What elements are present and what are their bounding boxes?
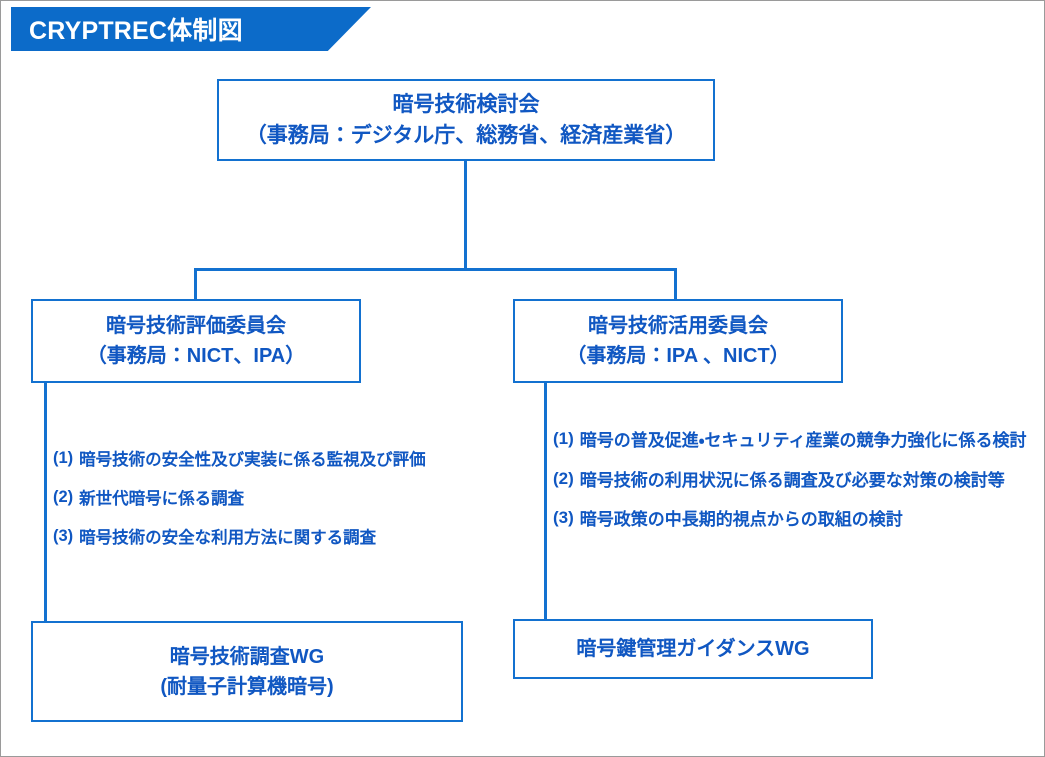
task-item: (1) 暗号技術の安全性及び実装に係る監視及び評価	[53, 449, 515, 473]
task-text: 暗号の普及促進・セキュリティ産業の競争力強化に係る検討	[579, 431, 1027, 450]
box-wg-left-line2: (耐量子計算機暗号)	[160, 675, 334, 698]
task-item: (3) 暗号技術の安全な利用方法に関する調査	[53, 527, 515, 551]
task-list-utilization: (1) 暗号の普及促進・セキュリティ産業の競争力強化に係る検討 (2) 暗号技術…	[553, 429, 1031, 548]
connector-top-stem	[464, 161, 467, 271]
task-number: (1)	[53, 449, 74, 467]
task-item: (3) 暗号政策の中長期的視点からの取組の検討	[553, 508, 1031, 533]
box-utilization-committee: 暗号技術活用委員会 （事務局：IPA 、NICT）	[513, 299, 843, 383]
box-key-management-guidance-wg: 暗号鍵管理ガイダンスWG	[513, 619, 873, 679]
task-number: (3)	[53, 526, 74, 545]
task-text: 新世代暗号に係る調査	[79, 489, 245, 508]
header-banner: CRYPTREC体制図	[11, 7, 371, 51]
connector-to-utilization	[674, 268, 677, 301]
task-text: 暗号政策の中長期的視点からの取組の検討	[579, 510, 903, 530]
connector-to-evaluation	[194, 268, 197, 301]
box-evaluation-committee: 暗号技術評価委員会 （事務局：NICT、IPA）	[31, 299, 361, 383]
box-utilization-line2: （事務局：IPA 、NICT）	[566, 345, 790, 367]
box-cryptographic-technology-survey-wg: 暗号技術調査WG (耐量子計算機暗号)	[31, 621, 463, 722]
task-text: 暗号技術の利用状況に係る調査及び必要な対策の検討等	[579, 470, 1005, 490]
box-wg-right-line1: 暗号鍵管理ガイダンスWG	[576, 638, 810, 660]
box-wg-left-line1: 暗号技術調査WG	[169, 645, 325, 668]
banner-shape	[11, 7, 371, 51]
task-number: (2)	[53, 487, 74, 506]
task-number: (2)	[553, 468, 574, 488]
task-number: (1)	[553, 429, 574, 448]
connector-utilization-to-wg	[544, 383, 547, 621]
page-title: CRYPTREC体制図	[29, 17, 243, 45]
task-item: (2) 暗号技術の利用状況に係る調査及び必要な対策の検討等	[553, 469, 1031, 494]
box-evaluation-line1: 暗号技術評価委員会	[106, 315, 286, 337]
task-text: 暗号技術の安全な利用方法に関する調査	[79, 528, 377, 547]
task-text: 暗号技術の安全性及び実装に係る監視及び評価	[79, 451, 426, 469]
connector-committee-bar	[194, 268, 677, 271]
task-list-evaluation: (1) 暗号技術の安全性及び実装に係る監視及び評価 (2) 新世代暗号に係る調査…	[53, 449, 515, 566]
box-cryptography-study-group: 暗号技術検討会 （事務局：デジタル庁、総務省、経済産業省）	[217, 79, 715, 161]
box-top-line1: 暗号技術検討会	[392, 92, 540, 116]
task-item: (2) 新世代暗号に係る調査	[53, 488, 515, 512]
box-utilization-line1: 暗号技術活用委員会	[588, 315, 768, 337]
connector-evaluation-to-wg	[44, 383, 47, 623]
task-item: (1) 暗号の普及促進・セキュリティ産業の競争力強化に係る検討	[553, 429, 1031, 454]
task-number: (3)	[553, 508, 574, 528]
box-top-line2: （事務局：デジタル庁、総務省、経済産業省）	[245, 124, 687, 147]
box-evaluation-line2: （事務局：NICT、IPA）	[86, 345, 306, 367]
